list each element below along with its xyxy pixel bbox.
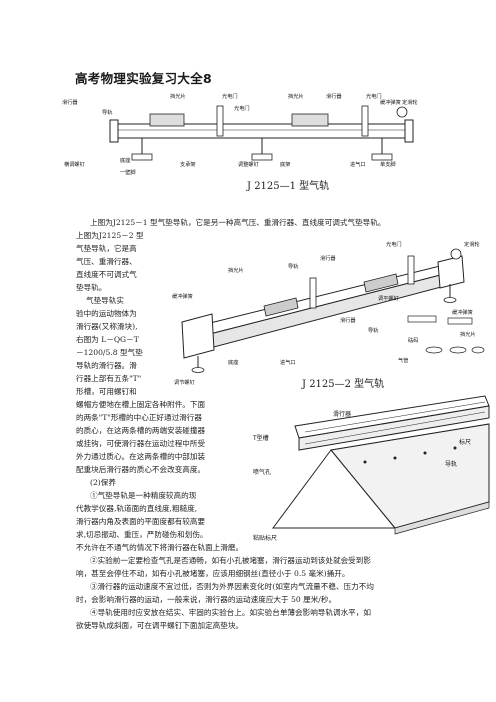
fig1-label: 光电门: [222, 92, 238, 100]
fig3-label: 滑行器: [333, 410, 351, 418]
fig2-label: 缓冲弹簧: [452, 308, 473, 316]
fig1-label: 进气口: [350, 160, 366, 168]
fig2-label: 挡光片: [228, 266, 244, 274]
text-line: 右图为 L－QG－T: [76, 335, 139, 344]
fig3-label: 导轨: [445, 460, 457, 468]
text-line: 时，会影响滑行器的运动，一般来说，滑行器的运动速度应大于 50 厘米/秒。: [76, 595, 337, 604]
fig1-label: 导轨: [102, 108, 112, 116]
fig1-label: 支承架: [180, 160, 196, 168]
text-line: 气压、重滑行器、: [76, 257, 137, 266]
fig2-label: 底座: [228, 358, 238, 366]
fig1-label: 滑行器: [326, 92, 342, 100]
fig1-label: 挡光片: [170, 92, 186, 100]
text-line: ④导轨使用时应安放在结实、牢固的实验台上。如实验台单薄会影响导轨调水平，如: [90, 608, 371, 617]
text-line: 的质心，在这两条槽的两端安装碰撞器: [76, 426, 206, 435]
fig3-label: 粘贴标尺: [253, 534, 277, 542]
paragraph: 上图为J2125－1 型气垫导轨，它是另一种高气压、重滑行器、直线度可调式气垫导…: [90, 218, 386, 227]
fig2-label: 滑行器: [340, 316, 356, 324]
text-line: ③滑行器的运动速度不宜过低，否则为外界因素变化时(如室内气流量不稳、压力不均: [90, 582, 374, 591]
fig1-label: 缓冲弹簧: [380, 98, 401, 106]
text-line: ①气垫导轨是一种精度较高的现: [90, 491, 197, 500]
text-line: ②实验前一定要检查气孔是否通畅，如有小孔被堵塞，滑行器运动到该处就会受到影: [90, 556, 371, 565]
text-line: 或挂钩，可使滑行器在运动过程中所受: [76, 439, 206, 448]
text-line: 滑行器(又称滑块),: [76, 322, 138, 331]
paragraph: 气垫导轨实 验中的运动物体为 滑行器(又称滑块), 右图为 L－QG－T －12…: [76, 294, 254, 476]
text-line: 验中的运动物体为: [76, 309, 137, 318]
text-line: 上图为J2125－2 型: [76, 231, 144, 240]
text-line: 求,切忌振动、重压，严防碰伤和划伤。: [76, 530, 208, 539]
paragraph: 上图为J2125－2 型 气垫导轨，它是高 气压、重滑行器、 直线度不可调式气 …: [76, 229, 168, 294]
fig1-label: 挡光片: [288, 92, 304, 100]
fig1-label: 一壁脚: [120, 168, 136, 176]
text-line: －1200/5.8 型气垫: [76, 348, 143, 357]
figure-j2125-1: 滑行器 导轨 挡光片 光电门 光电门 挡光片 滑行器 光电门 缓冲弹簧 定滑轮 …: [62, 92, 418, 176]
section-heading: (2)保养: [90, 478, 116, 487]
fig1-label: 调整螺钉: [238, 160, 259, 168]
figure-slider-section: 滑行器 T型槽 喷气孔 标尺 导轨 粘贴标尺: [252, 395, 490, 542]
fig1-label: 光电门: [234, 104, 250, 112]
fig2-label: 导轨: [368, 326, 378, 334]
fig2-label: 导轨: [288, 262, 298, 270]
fig3-label: 标尺: [459, 438, 471, 446]
page-title: 高考物理实验复习大全8: [75, 71, 212, 86]
fig1-label: 定滑轮: [402, 98, 418, 106]
text-line: 滑行器内角及表面的平面度都有较高要: [76, 517, 206, 526]
paragraph: ①气垫导轨是一种精度较高的现 代教学仪器,轨道面的直线度,粗糙度, 滑行器内角及…: [76, 489, 252, 541]
text-line: 行器上部有五条"T": [76, 374, 142, 383]
fig2-label: 砝码: [408, 336, 418, 344]
paragraph: 不允许在不通气的情况下将滑行器在轨面上滑磨。 ②实验前一定要检查气孔是否通畅，如…: [76, 541, 476, 632]
fig1-label: 底架: [280, 160, 290, 168]
fig2-label: 调平螺钉: [378, 294, 399, 302]
text-line: 的两条"T"形槽的中心正好通过滑行器: [76, 413, 202, 422]
text-line: 导轨的滑行器。滑: [76, 361, 137, 370]
text-line: 不允许在不通气的情况下将滑行器在轨面上滑磨。: [76, 543, 244, 552]
text-line: 垫导轨。: [76, 283, 107, 292]
text-line: 响，甚至会停住不动，如有小孔被堵塞，应该用细钢丝(直径小于 0.5 毫米)捅开。: [76, 569, 350, 578]
fig3-label: T型槽: [252, 434, 269, 442]
text-line: 气垫导轨，它是高: [76, 244, 137, 253]
figure-caption: J 2125—2 型气轨: [302, 379, 385, 390]
fig2-label: 挡光片: [460, 330, 476, 338]
figure-j2125-2: 光电门 滑行器 定滑轮 挡光片 导轨 缓冲弹簧 调节螺钉 底座 进气口 缓冲弹簧…: [172, 240, 485, 386]
fig2-label: 定滑轮: [464, 240, 480, 248]
text-line: 气垫导轨实: [86, 296, 124, 305]
text-line: 欲使导轨成斜面，可在调平螺钉下面加定高垫块。: [76, 621, 244, 630]
fig1-label: 光电门: [366, 92, 382, 100]
fig1-label: 单支脚: [380, 160, 396, 168]
fig2-label: 滑行器: [320, 254, 336, 262]
fig2-label: 光电门: [386, 240, 402, 248]
fig1-label: 底座: [120, 156, 130, 164]
fig2-label: 调节螺钉: [174, 378, 195, 386]
text-line: 外力通过质心。在这两条槽的中部加装: [76, 452, 206, 461]
fig1-label: 横调螺钉: [64, 160, 85, 168]
text-line: 配重块后滑行器的质心不会改变高度。: [76, 465, 206, 474]
figure-caption: J 2125—1 型气轨: [247, 181, 330, 192]
text-line: 形槽，可用螺钉和: [76, 387, 137, 396]
text-line: 直线度不可调式气: [76, 270, 137, 279]
fig3-label: 喷气孔: [253, 468, 271, 476]
fig2-label: 进气口: [280, 358, 296, 366]
text-line: 螺帽方便地在槽上固定各种附件。下面: [76, 400, 206, 409]
text-line: 代教学仪器,轨道面的直线度,粗糙度,: [76, 504, 198, 513]
fig2-label: 缓冲弹簧: [172, 292, 193, 300]
fig2-label: 气管: [398, 356, 408, 364]
fig1-label: 滑行器: [62, 98, 78, 106]
